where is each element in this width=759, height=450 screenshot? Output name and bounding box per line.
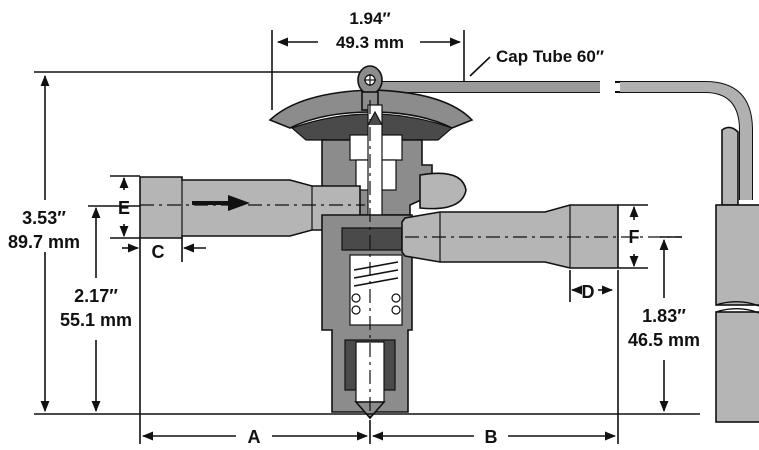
outlet-height-mm-label: 46.5 mm xyxy=(628,330,700,350)
dimension-labels: 1.94″ 49.3 mm Cap Tube 60″ 3.53″ 89.7 mm… xyxy=(8,9,700,447)
cap-tube-label: Cap Tube 60″ xyxy=(496,47,604,66)
dimension-d-label: D xyxy=(582,282,595,302)
top-width-mm-label: 49.3 mm xyxy=(336,33,404,52)
outlet-height-in-label: 1.83″ xyxy=(642,306,686,326)
inlet-height-mm-label: 55.1 mm xyxy=(60,310,132,330)
valve-drawing xyxy=(139,65,759,423)
dimension-e-label: E xyxy=(118,198,130,218)
dimension-lines xyxy=(34,30,700,444)
sensing-bulb xyxy=(715,126,759,423)
dimension-b-label: B xyxy=(485,427,498,447)
dimension-a-label: A xyxy=(248,427,261,447)
dimension-f-label: F xyxy=(629,227,640,247)
flow-arrow xyxy=(228,195,250,211)
dimension-c-label: C xyxy=(152,242,165,262)
height-total-mm-label: 89.7 mm xyxy=(8,232,80,252)
top-width-in-label: 1.94″ xyxy=(349,9,390,28)
inlet-height-in-label: 2.17″ xyxy=(74,286,118,306)
height-total-in-label: 3.53″ xyxy=(22,208,66,228)
